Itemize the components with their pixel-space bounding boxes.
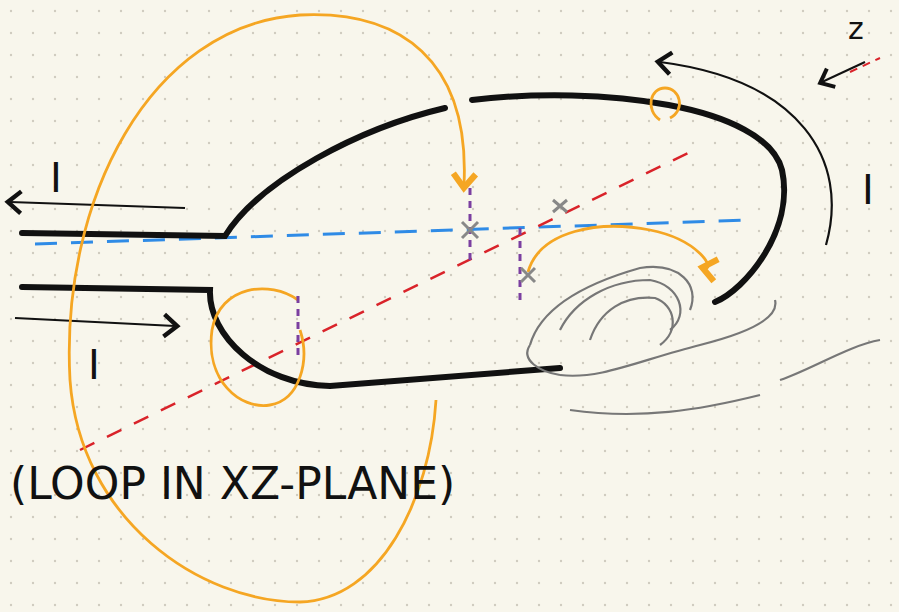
current-label: I — [50, 158, 62, 198]
caption: (LOOP IN XZ-PLANE) — [10, 462, 455, 506]
current-label: I — [862, 170, 874, 210]
axis-label: z — [848, 14, 864, 44]
current-label: I — [88, 345, 100, 385]
